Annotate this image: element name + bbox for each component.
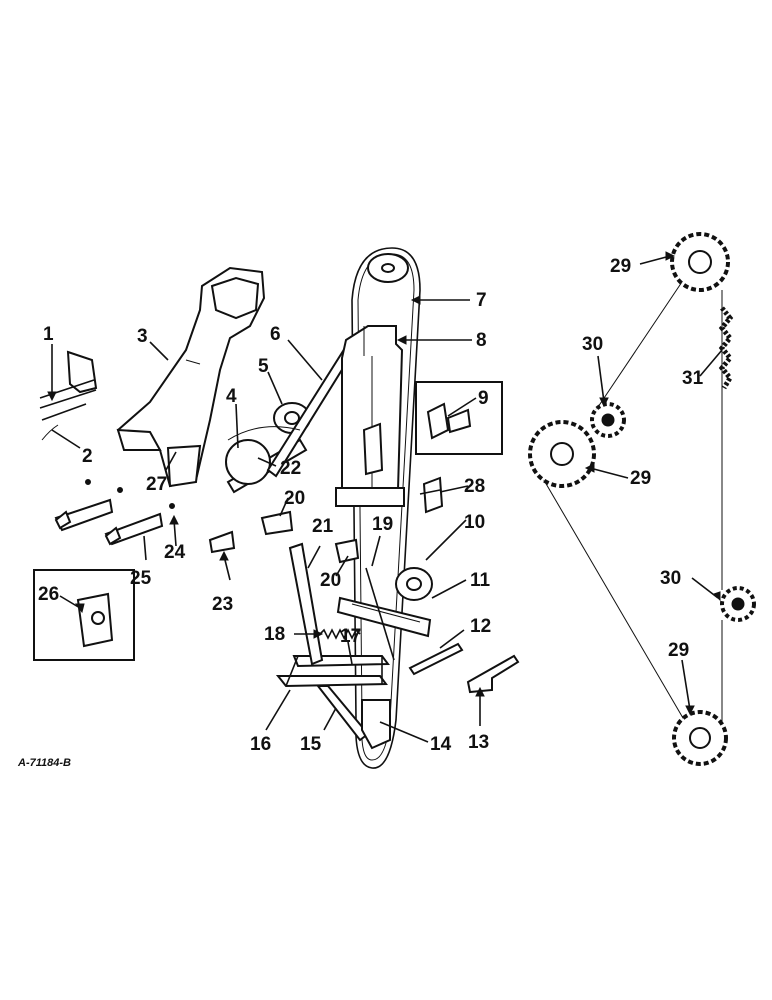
callout-10: 10 xyxy=(464,512,485,533)
part-3-chute xyxy=(116,266,266,488)
part-15-brace xyxy=(315,685,370,742)
callout-17: 17 xyxy=(340,626,361,647)
part-8-housing xyxy=(335,325,405,507)
callout-28: 28 xyxy=(464,476,485,497)
callout-14: 14 xyxy=(430,734,452,755)
callout-31: 31 xyxy=(682,368,704,389)
part-16-frame xyxy=(275,655,390,688)
callout-16: 16 xyxy=(250,734,271,755)
callout-15: 15 xyxy=(300,734,322,755)
callout-1: 1 xyxy=(43,324,54,345)
callout-23: 23 xyxy=(212,594,233,615)
part-26-inset xyxy=(33,569,135,661)
part-11-bar xyxy=(336,596,432,638)
sprocket-29-middle xyxy=(528,420,596,488)
part-21-upright xyxy=(288,542,324,666)
part-20-clip-b xyxy=(334,538,360,564)
callout-24: 24 xyxy=(164,542,186,563)
callout-13: 13 xyxy=(468,732,489,753)
callout-20b: 20 xyxy=(320,570,341,591)
callout-9: 9 xyxy=(478,388,489,409)
sprocket-30-lower xyxy=(720,586,756,622)
callout-29c: 29 xyxy=(668,640,689,661)
part-23-plate xyxy=(208,530,236,554)
part-31-chain xyxy=(718,306,734,390)
part-9-inset xyxy=(415,381,503,455)
callout-29b: 29 xyxy=(630,468,651,489)
callout-4: 4 xyxy=(226,386,237,407)
callout-27: 27 xyxy=(146,474,167,495)
part-28-bracket xyxy=(419,476,444,514)
callout-11: 11 xyxy=(470,570,491,591)
part-10-pulley xyxy=(395,567,433,601)
part-19-rod xyxy=(365,567,395,661)
callout-30a: 30 xyxy=(582,334,603,355)
callout-26: 26 xyxy=(38,584,59,605)
part-1-bracket xyxy=(39,350,98,441)
part-7-belt xyxy=(351,247,421,769)
figure-code: A-71184-B xyxy=(17,757,71,769)
callout-7: 7 xyxy=(476,290,487,311)
part-12-pin xyxy=(408,642,464,676)
leader-lines xyxy=(47,251,723,743)
callout-5: 5 xyxy=(258,356,269,377)
part-25-links xyxy=(54,479,175,546)
callout-3: 3 xyxy=(137,326,148,347)
callouts: 1 2 3 4 5 6 7 8 9 10 11 12 13 14 15 16 1… xyxy=(38,256,704,755)
sprocket-29-top xyxy=(670,232,730,292)
sprocket-drive xyxy=(537,269,723,731)
callout-19: 19 xyxy=(372,514,393,535)
sprocket-29-bottom xyxy=(672,710,728,766)
callout-18: 18 xyxy=(264,624,285,645)
part-13-scraper xyxy=(466,654,520,694)
callout-29a: 29 xyxy=(610,256,631,277)
callout-20a: 20 xyxy=(284,488,305,509)
sprocket-30-upper xyxy=(590,402,626,438)
part-14-boot xyxy=(361,699,391,750)
callout-12: 12 xyxy=(470,616,491,637)
callout-8: 8 xyxy=(476,330,487,351)
callout-2: 2 xyxy=(82,446,93,467)
part-18-spring xyxy=(319,628,361,640)
part-20-clip-a xyxy=(260,510,294,536)
callout-25: 25 xyxy=(130,568,152,589)
callout-21: 21 xyxy=(312,516,334,537)
callout-30b: 30 xyxy=(660,568,681,589)
part-27-belt xyxy=(227,426,301,441)
callout-22: 22 xyxy=(280,458,301,479)
callout-6: 6 xyxy=(270,324,281,345)
